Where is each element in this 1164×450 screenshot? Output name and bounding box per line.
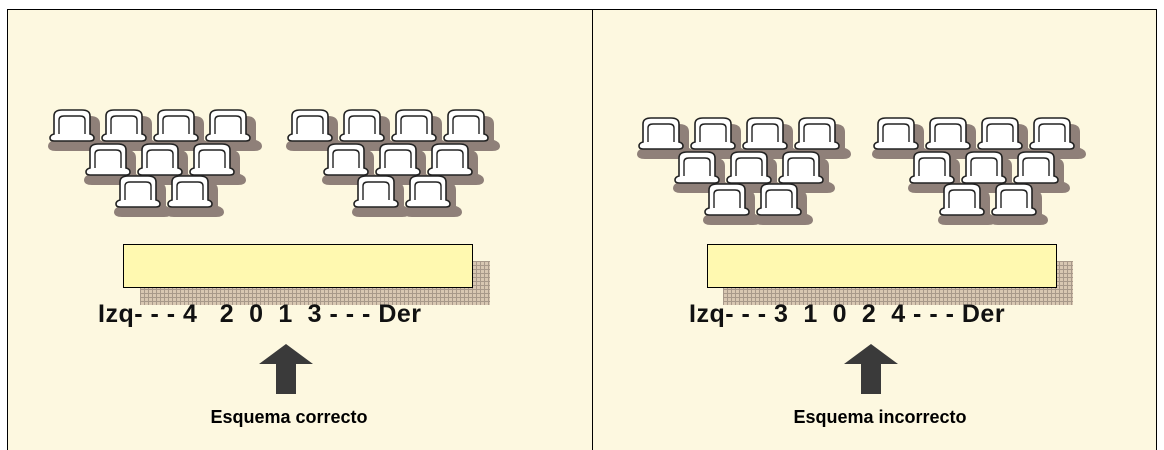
seat-icon [286, 109, 344, 151]
seat-icon [938, 183, 996, 225]
seat-icon [777, 151, 835, 193]
seat-icon [152, 109, 210, 151]
seat-icon [1028, 117, 1086, 159]
seat-icon [114, 175, 172, 217]
scheme-caption: Esquema correcto [210, 407, 368, 427]
seat-icon [100, 109, 158, 151]
audience-seating [637, 117, 1086, 225]
seat-icon [204, 109, 262, 151]
seat-icon [793, 117, 851, 159]
seat-icon [637, 117, 695, 159]
seat-icon [404, 175, 462, 217]
panel-incorrect-scheme: Izq- - - 3 1 0 2 4 - - - Der Esquema inc… [592, 9, 1157, 450]
seat-icon [689, 117, 747, 159]
seating-order-label: Izq- - - 3 1 0 2 4 - - - Der [689, 300, 1006, 328]
seat-icon [166, 175, 224, 217]
audience-seating [48, 109, 500, 217]
seat-icon [990, 183, 1048, 225]
scheme-caption: Esquema incorrecto [793, 407, 967, 427]
seat-icon [741, 117, 799, 159]
seating-order-label: Izq- - - 4 2 0 1 3 - - - Der [98, 300, 422, 328]
seat-icon [338, 109, 396, 151]
seat-icon [924, 117, 982, 159]
up-arrow-icon [259, 344, 313, 394]
presidium-table [707, 244, 1057, 288]
seat-icon [352, 175, 410, 217]
up-arrow-icon [844, 344, 898, 394]
seat-icon [755, 183, 813, 225]
seat-icon [390, 109, 448, 151]
seat-icon [703, 183, 761, 225]
panel-correct-scheme: Izq- - - 4 2 0 1 3 - - - Der Esquema cor… [7, 9, 593, 450]
presidium-table [123, 244, 473, 288]
seat-icon [48, 109, 106, 151]
seat-icon [872, 117, 930, 159]
seat-icon [442, 109, 500, 151]
seat-icon [322, 143, 380, 185]
seat-icon [976, 117, 1034, 159]
